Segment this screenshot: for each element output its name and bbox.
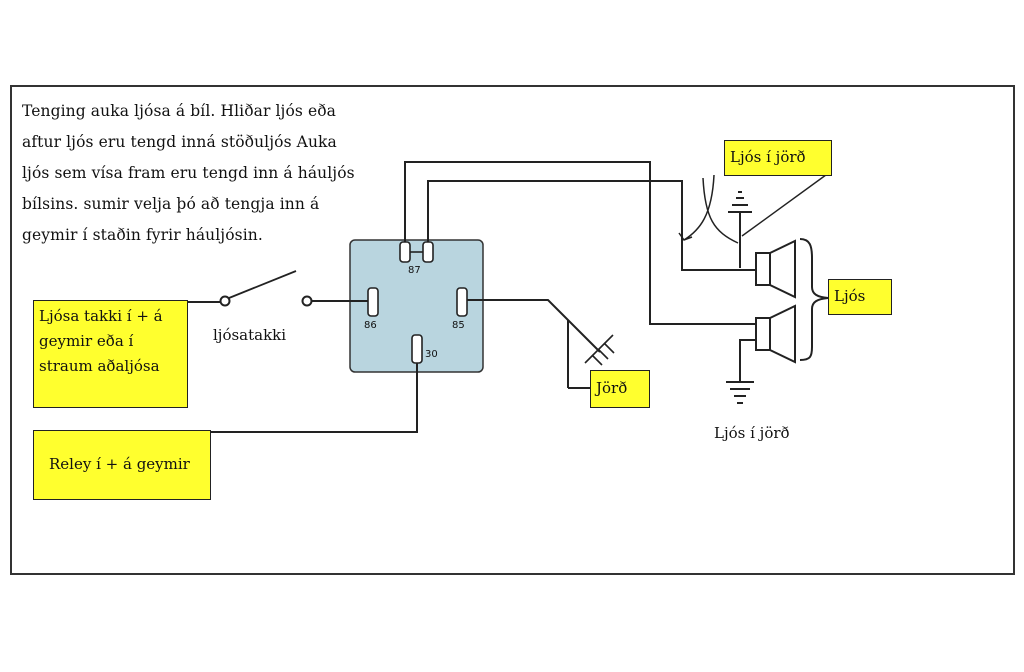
intro-text: Tenging auka ljósa á bíl. Hliðar ljós eð… bbox=[22, 102, 355, 244]
ground-label: Jörð bbox=[590, 370, 650, 408]
wire-30-supply bbox=[210, 360, 418, 433]
switch-supply-label: Ljósa takki í + á geymir eða í straum að… bbox=[33, 300, 188, 408]
relay-pin-86-label: 86 bbox=[364, 320, 377, 331]
relay-supply-label: Reley í + á geymir bbox=[33, 430, 211, 500]
lamp-ground-top-label: Ljós í jörð bbox=[724, 140, 832, 176]
ground-hatch-icon bbox=[584, 334, 615, 366]
switch-icon bbox=[219, 270, 313, 307]
lamps-label: Ljós bbox=[828, 279, 892, 315]
switch-label: ljósatakki bbox=[213, 326, 287, 344]
wire-87-upper-lamp bbox=[427, 180, 756, 271]
lamp-ground-bottom-label: Ljós í jörð bbox=[714, 424, 790, 442]
relay-pin-85-label: 85 bbox=[452, 320, 465, 331]
lamp-icon bbox=[755, 239, 796, 364]
wire-87-lower-lamp bbox=[404, 161, 756, 325]
relay-pin-87-label: 87 bbox=[408, 265, 421, 276]
lamps-brace bbox=[799, 238, 829, 361]
relay-pin-30-label: 30 bbox=[425, 349, 438, 360]
wire-85-ground bbox=[462, 299, 601, 353]
